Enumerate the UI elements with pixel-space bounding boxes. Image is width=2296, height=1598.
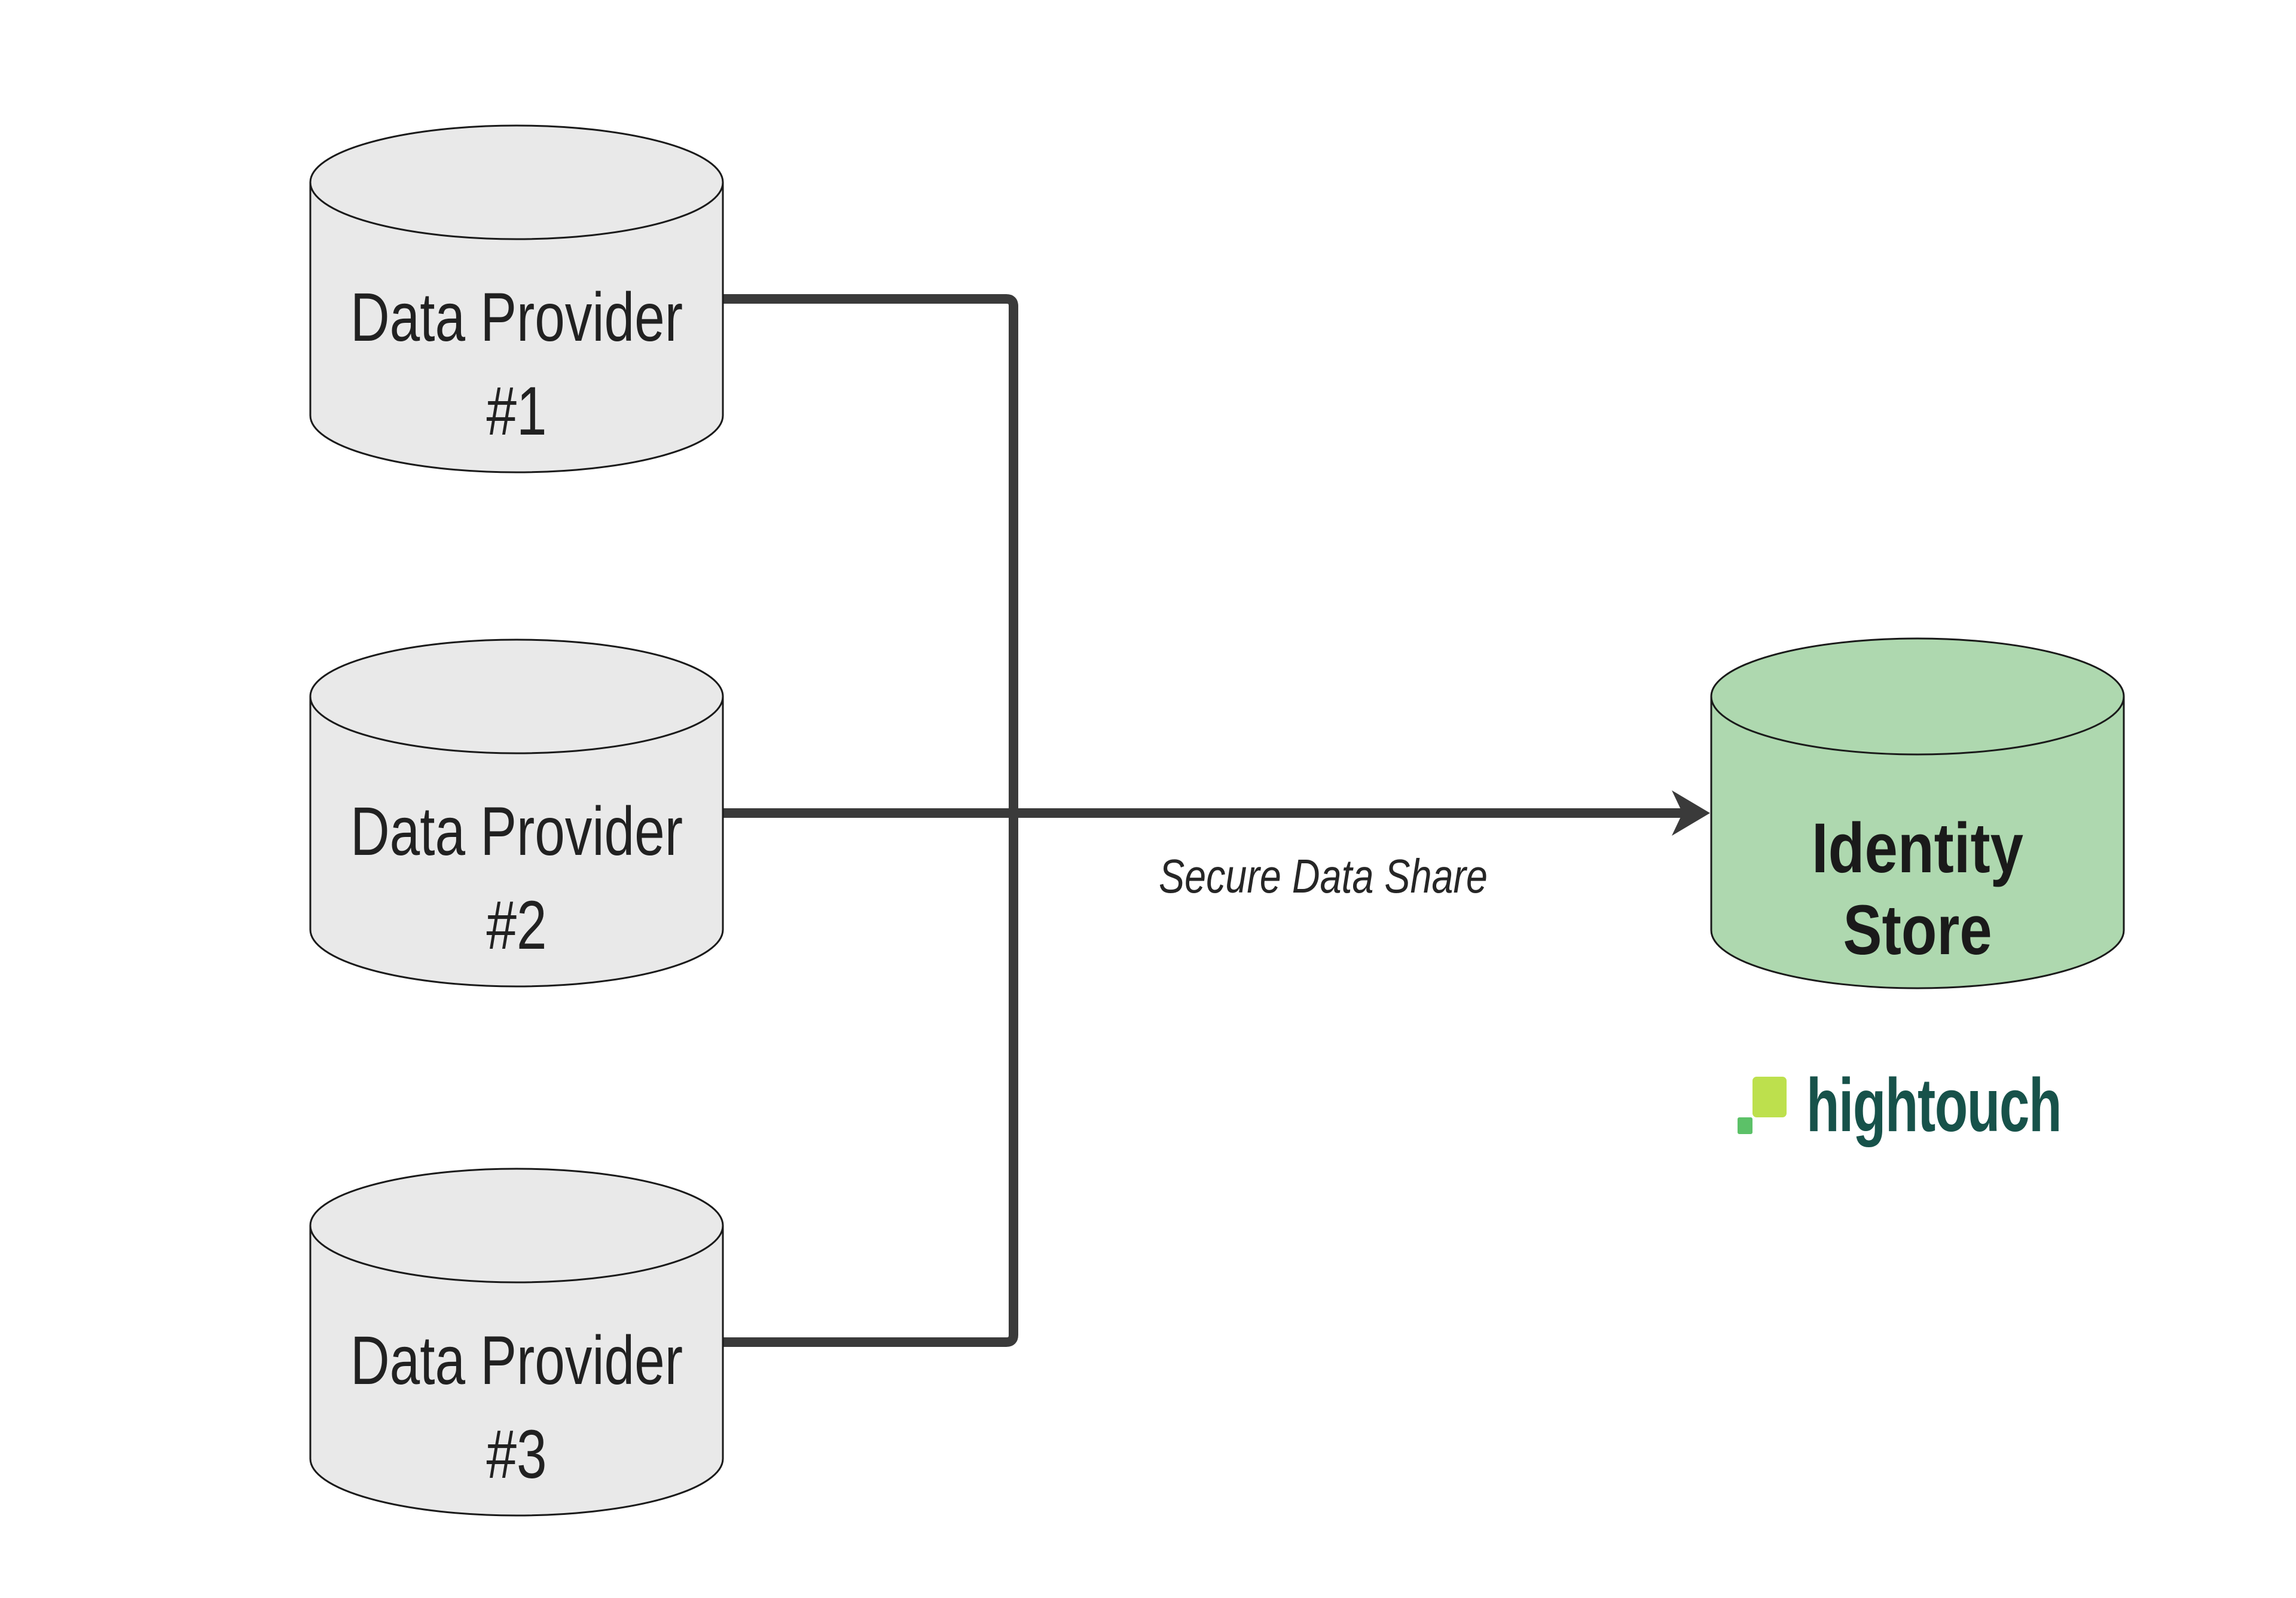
cylinder-top-rim xyxy=(309,1225,724,1284)
connector-trunk xyxy=(716,294,1018,1347)
node-data-provider-1: Data Provider #1 xyxy=(309,124,724,473)
node-label-line1: Data Provider xyxy=(350,1322,683,1399)
cylinder-body xyxy=(309,1168,724,1517)
cylinder-body xyxy=(309,638,724,988)
cylinder-body xyxy=(1710,637,2125,989)
node-data-provider-2: Data Provider #2 xyxy=(309,638,724,988)
logo-wordmark: hightouch xyxy=(1806,1063,2061,1147)
node-label-line1: Data Provider xyxy=(350,279,683,356)
logo-mark-small-square-icon xyxy=(1738,1117,1752,1134)
node-label-line2: #3 xyxy=(487,1416,547,1493)
node-label-line1: Data Provider xyxy=(350,793,683,870)
logo-mark-large-square-icon xyxy=(1752,1077,1787,1117)
node-data-provider-3: Data Provider #3 xyxy=(309,1168,724,1517)
connector-arrowhead-icon xyxy=(1672,790,1710,836)
cylinder-top-rim xyxy=(1710,696,2125,756)
node-identity-store: Identity Store xyxy=(1710,637,2125,989)
connector-label: Secure Data Share xyxy=(1159,850,1488,903)
node-label-line2: #2 xyxy=(487,887,547,964)
node-label-line2: Store xyxy=(1843,891,1992,970)
node-label-line2: #1 xyxy=(487,373,547,450)
node-label-line1: Identity xyxy=(1812,809,2023,888)
cylinder-top-rim xyxy=(309,182,724,240)
cylinder-top-rim xyxy=(309,696,724,754)
hightouch-logo: hightouch xyxy=(1738,1063,2062,1147)
cylinder-body xyxy=(309,124,724,473)
